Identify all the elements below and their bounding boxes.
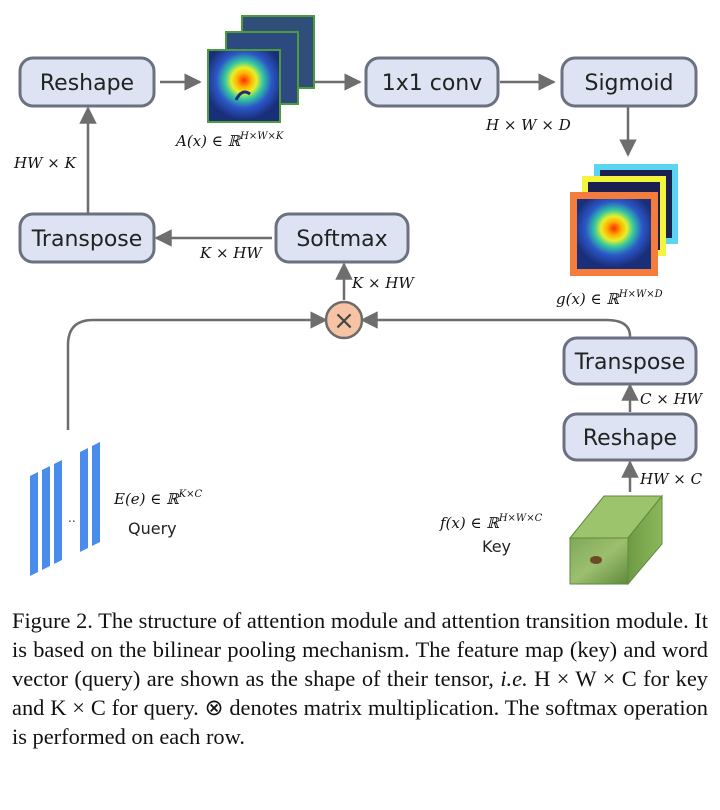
- diagram-svg: Reshape 1x1 conv Sigmoid Transpose Softm…: [13, 15, 704, 586]
- query-bar: [42, 466, 50, 570]
- k-hw-label-left: K × HW: [199, 244, 263, 262]
- caption-part-2: H × W × C for key and K × C for query. ⊗…: [12, 666, 708, 749]
- ee-label: E(e) ∈ ℝK×C: [113, 489, 202, 508]
- matmul-symbol: ×: [333, 306, 355, 336]
- transpose-right-box: Transpose: [562, 336, 698, 386]
- hwd-label: H × W × D: [485, 116, 571, 134]
- query-bar: [30, 472, 38, 576]
- conv-label: 1x1 conv: [382, 71, 483, 96]
- hw-c-label: HW × C: [639, 470, 703, 488]
- connectors: [66, 73, 639, 492]
- reshape-right-box: Reshape: [562, 412, 698, 462]
- sigmoid-box: Sigmoid: [560, 56, 698, 108]
- caption-ie: i.e.: [500, 666, 528, 691]
- reshape-top-label: Reshape: [40, 71, 134, 96]
- query-label: Query: [128, 519, 177, 538]
- diagram-canvas: Reshape 1x1 conv Sigmoid Transpose Softm…: [13, 15, 704, 586]
- transpose-right-label: Transpose: [574, 350, 686, 375]
- query-dots: ..: [68, 511, 76, 525]
- k-hw-label-mult: K × HW: [351, 274, 415, 292]
- conv-box: 1x1 conv: [364, 56, 500, 108]
- query-vectors: [30, 442, 100, 576]
- c-hw-label: C × HW: [640, 390, 704, 408]
- query-bar: [80, 448, 88, 552]
- sigmoid-label: Sigmoid: [584, 71, 673, 96]
- gx-label: g(x) ∈ ℝH×W×D: [556, 289, 663, 308]
- hwk-label: HW × K: [13, 154, 77, 172]
- ax-label: A(x) ∈ ℝH×W×K: [174, 131, 284, 150]
- softmax-box: Softmax: [274, 212, 410, 264]
- line-query-to-mult: [66, 311, 328, 430]
- fx-label: f(x) ∈ ℝH×W×C: [439, 513, 543, 532]
- attention-map-stack: [207, 15, 315, 123]
- query-bar: [92, 442, 100, 546]
- matmul-node: ×: [324, 300, 364, 340]
- line-transpose-to-mult: [360, 311, 632, 342]
- key-feature-cube: [568, 494, 664, 586]
- reshape-right-label: Reshape: [583, 426, 677, 451]
- transpose-left-box: Transpose: [18, 212, 156, 264]
- gated-map-stack: [570, 164, 678, 276]
- transpose-left-label: Transpose: [31, 227, 143, 252]
- reshape-top-box: Reshape: [18, 56, 156, 108]
- query-bar: [54, 460, 62, 564]
- figure-caption: Figure 2. The structure of attention mod…: [12, 606, 708, 751]
- caption-part-1: Figure 2. The structure of attention mod…: [12, 608, 708, 691]
- softmax-label: Softmax: [296, 227, 387, 252]
- key-label: Key: [482, 537, 511, 556]
